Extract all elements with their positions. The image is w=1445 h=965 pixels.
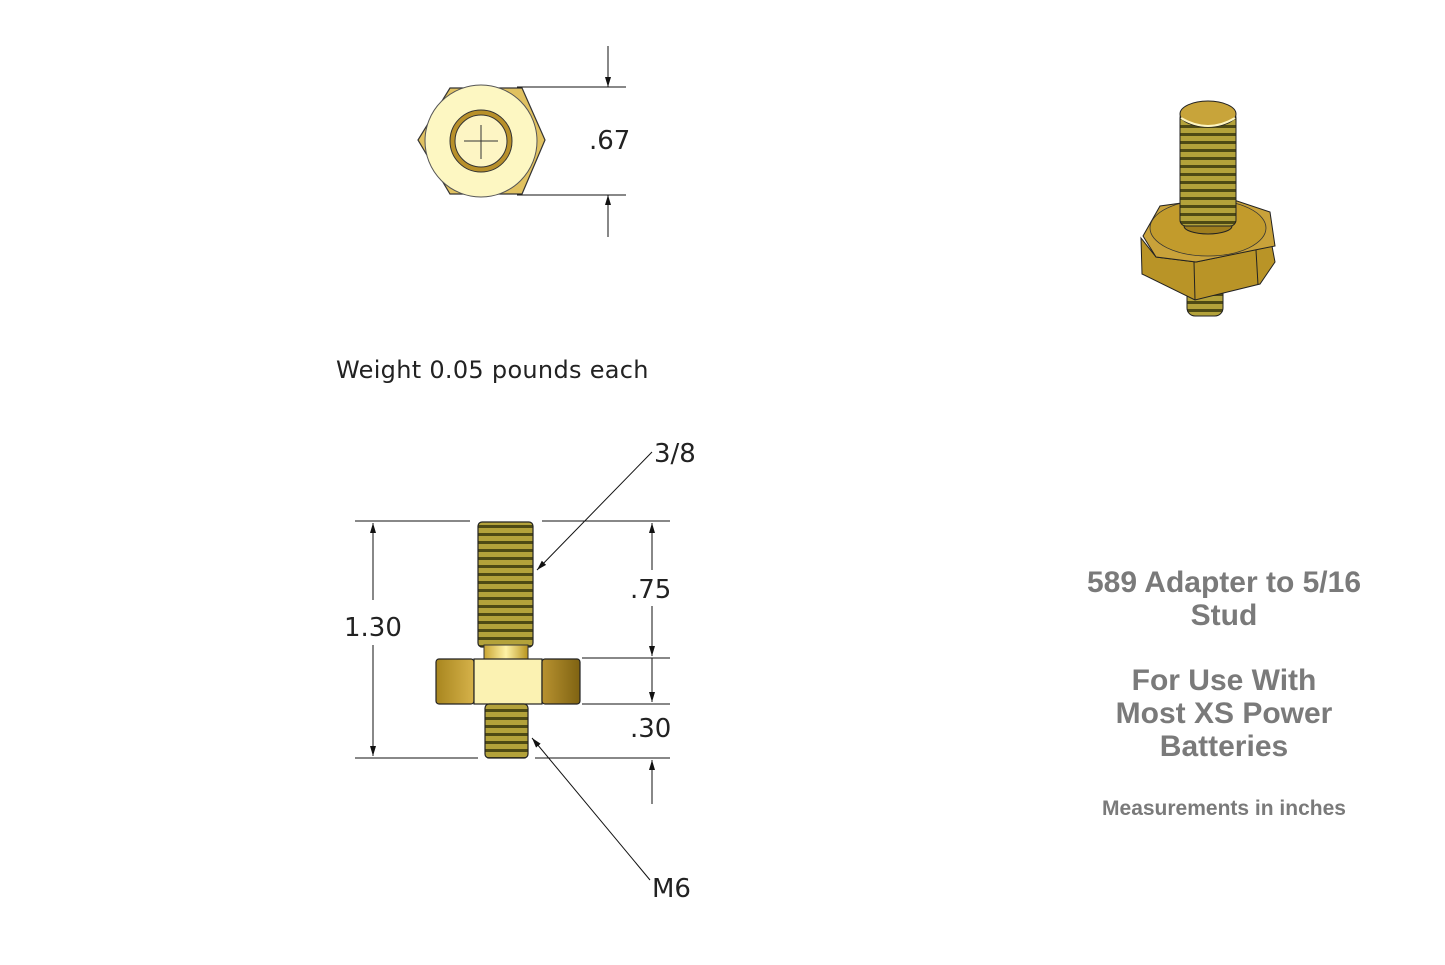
upper-length-dimension: .75 (630, 575, 671, 605)
weight-note: Weight 0.05 pounds each (336, 356, 649, 384)
lower-thread-callout: M6 (652, 874, 691, 904)
product-title-line2: Stud (1190, 599, 1258, 632)
top-view: .67 (417, 46, 630, 237)
upper-thread-callout: 3/8 (654, 439, 696, 469)
top-view-dimension: .67 (589, 126, 630, 156)
product-title-line1: 589 Adapter to 5/16 (1087, 566, 1361, 599)
lower-length-dimension: .30 (630, 714, 671, 744)
usage-line2: Most XS Power (1115, 697, 1333, 730)
usage-line3: Batteries (1159, 730, 1289, 763)
side-view: 1.30 .75 .30 3/8 M6 (344, 439, 696, 904)
isometric-view (1140, 100, 1276, 317)
usage-line1: For Use With (1131, 664, 1317, 697)
overall-length-dimension: 1.30 (344, 613, 402, 643)
title-block: 589 Adapter to 5/16 Stud For Use With Mo… (1050, 566, 1398, 821)
measurement-units-note: Measurements in inches (1102, 797, 1346, 820)
